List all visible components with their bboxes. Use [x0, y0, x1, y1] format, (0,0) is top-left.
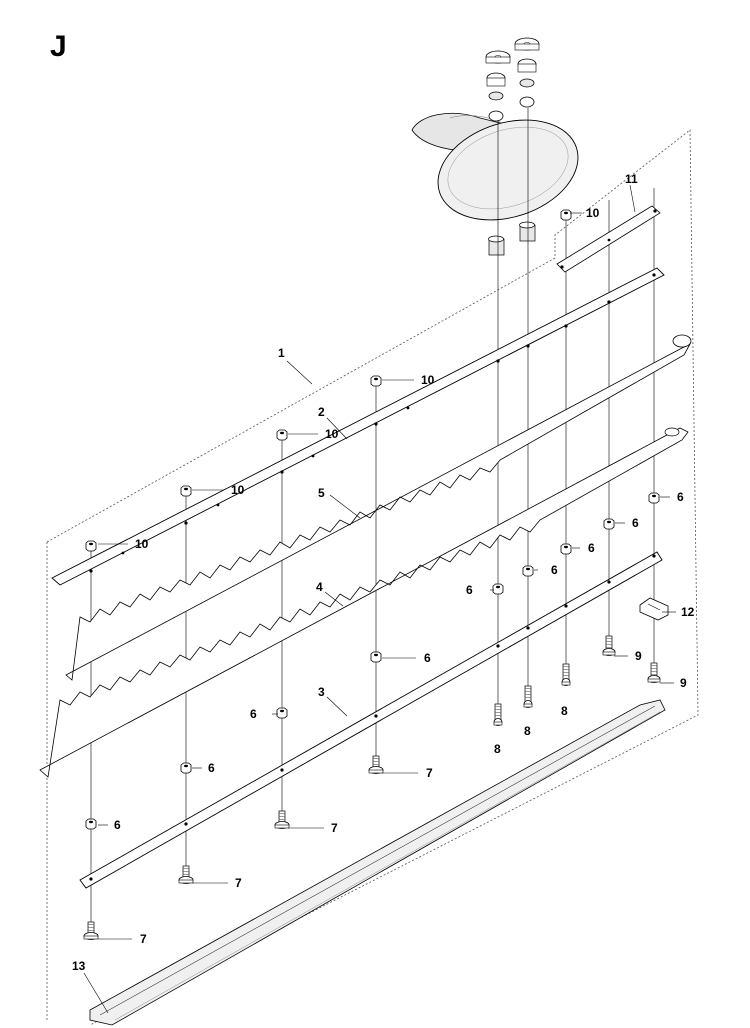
callout-label-3: 3	[318, 685, 325, 699]
gear-stack-right	[514, 37, 540, 242]
callout-label-8: 8	[494, 742, 501, 756]
callout-label-12: 12	[681, 605, 695, 619]
part-6-nut	[648, 492, 660, 504]
callout-label-6: 6	[208, 761, 215, 775]
callout-label-6: 6	[114, 818, 121, 832]
part-6-nut	[370, 651, 382, 663]
part-7-screw	[368, 755, 384, 774]
part-6-nut	[560, 543, 572, 555]
part-6-nut	[492, 583, 504, 595]
callout-label-10: 10	[421, 373, 435, 387]
callout-label-6: 6	[588, 541, 595, 555]
kit-boundary-outline	[46, 129, 699, 1026]
part-7-screw	[178, 865, 194, 884]
part-6-nut	[180, 762, 192, 774]
part-12-bracket	[639, 597, 669, 621]
gearbox-cover	[411, 112, 579, 221]
callout-label-6: 6	[250, 707, 257, 721]
part-11-plate	[556, 205, 661, 273]
part-4-lower-blade	[39, 427, 689, 778]
part-6-nut	[85, 818, 97, 830]
callout-label-6: 6	[466, 583, 473, 597]
callout-label-7: 7	[331, 821, 338, 835]
part-6-nut	[276, 707, 288, 719]
part-9-screw	[602, 635, 616, 656]
part-7-screw	[83, 921, 99, 940]
section-letter: J	[50, 30, 67, 63]
callout-label-8: 8	[524, 724, 531, 738]
callout-labels: 1 2 3 4 5 6 6 6 6 6 6 6 6 6 6 7 7 7 7 8 …	[72, 172, 695, 973]
callout-label-7: 7	[426, 766, 433, 780]
part-10-nut	[560, 209, 572, 221]
callout-label-9: 9	[680, 676, 687, 690]
part-10-nut	[370, 375, 382, 387]
part-8-screw	[523, 685, 533, 708]
callout-label-13: 13	[72, 959, 86, 973]
assembly-axes	[90, 108, 655, 925]
callout-label-4: 4	[316, 580, 323, 594]
part-10-nut	[85, 540, 97, 552]
part-8-screw	[493, 703, 503, 726]
callout-label-7: 7	[140, 932, 147, 946]
callout-label-10: 10	[135, 537, 149, 551]
callout-label-6: 6	[551, 563, 558, 577]
callout-label-8: 8	[561, 704, 568, 718]
part-10-nut	[180, 485, 192, 497]
leader-lines	[83, 184, 676, 1014]
part-2-upper-blade	[65, 334, 692, 681]
part-7-screw	[274, 810, 290, 829]
callout-label-10: 10	[325, 427, 339, 441]
callout-label-10: 10	[586, 206, 600, 220]
part-1-top-bar	[51, 267, 665, 586]
part-6-nut	[522, 565, 534, 577]
part-8-screw	[561, 663, 571, 686]
callout-label-9: 9	[635, 649, 642, 663]
part-9-screw	[647, 662, 661, 683]
part-13-blade-guard	[89, 699, 666, 1026]
fasteners-group	[83, 209, 661, 940]
callout-label-6: 6	[677, 490, 684, 504]
gear-stack-left	[485, 50, 511, 256]
callout-label-11: 11	[625, 172, 638, 186]
callout-label-6: 6	[424, 651, 431, 665]
callout-label-7: 7	[235, 876, 242, 890]
callout-label-2: 2	[318, 405, 325, 419]
part-6-nut	[603, 518, 615, 530]
part-10-nut	[276, 429, 288, 441]
callout-label-6: 6	[632, 516, 639, 530]
part-3-support-bar	[79, 551, 663, 889]
callout-label-1: 1	[278, 346, 285, 360]
callout-label-10: 10	[231, 483, 245, 497]
callout-label-5: 5	[318, 486, 325, 500]
